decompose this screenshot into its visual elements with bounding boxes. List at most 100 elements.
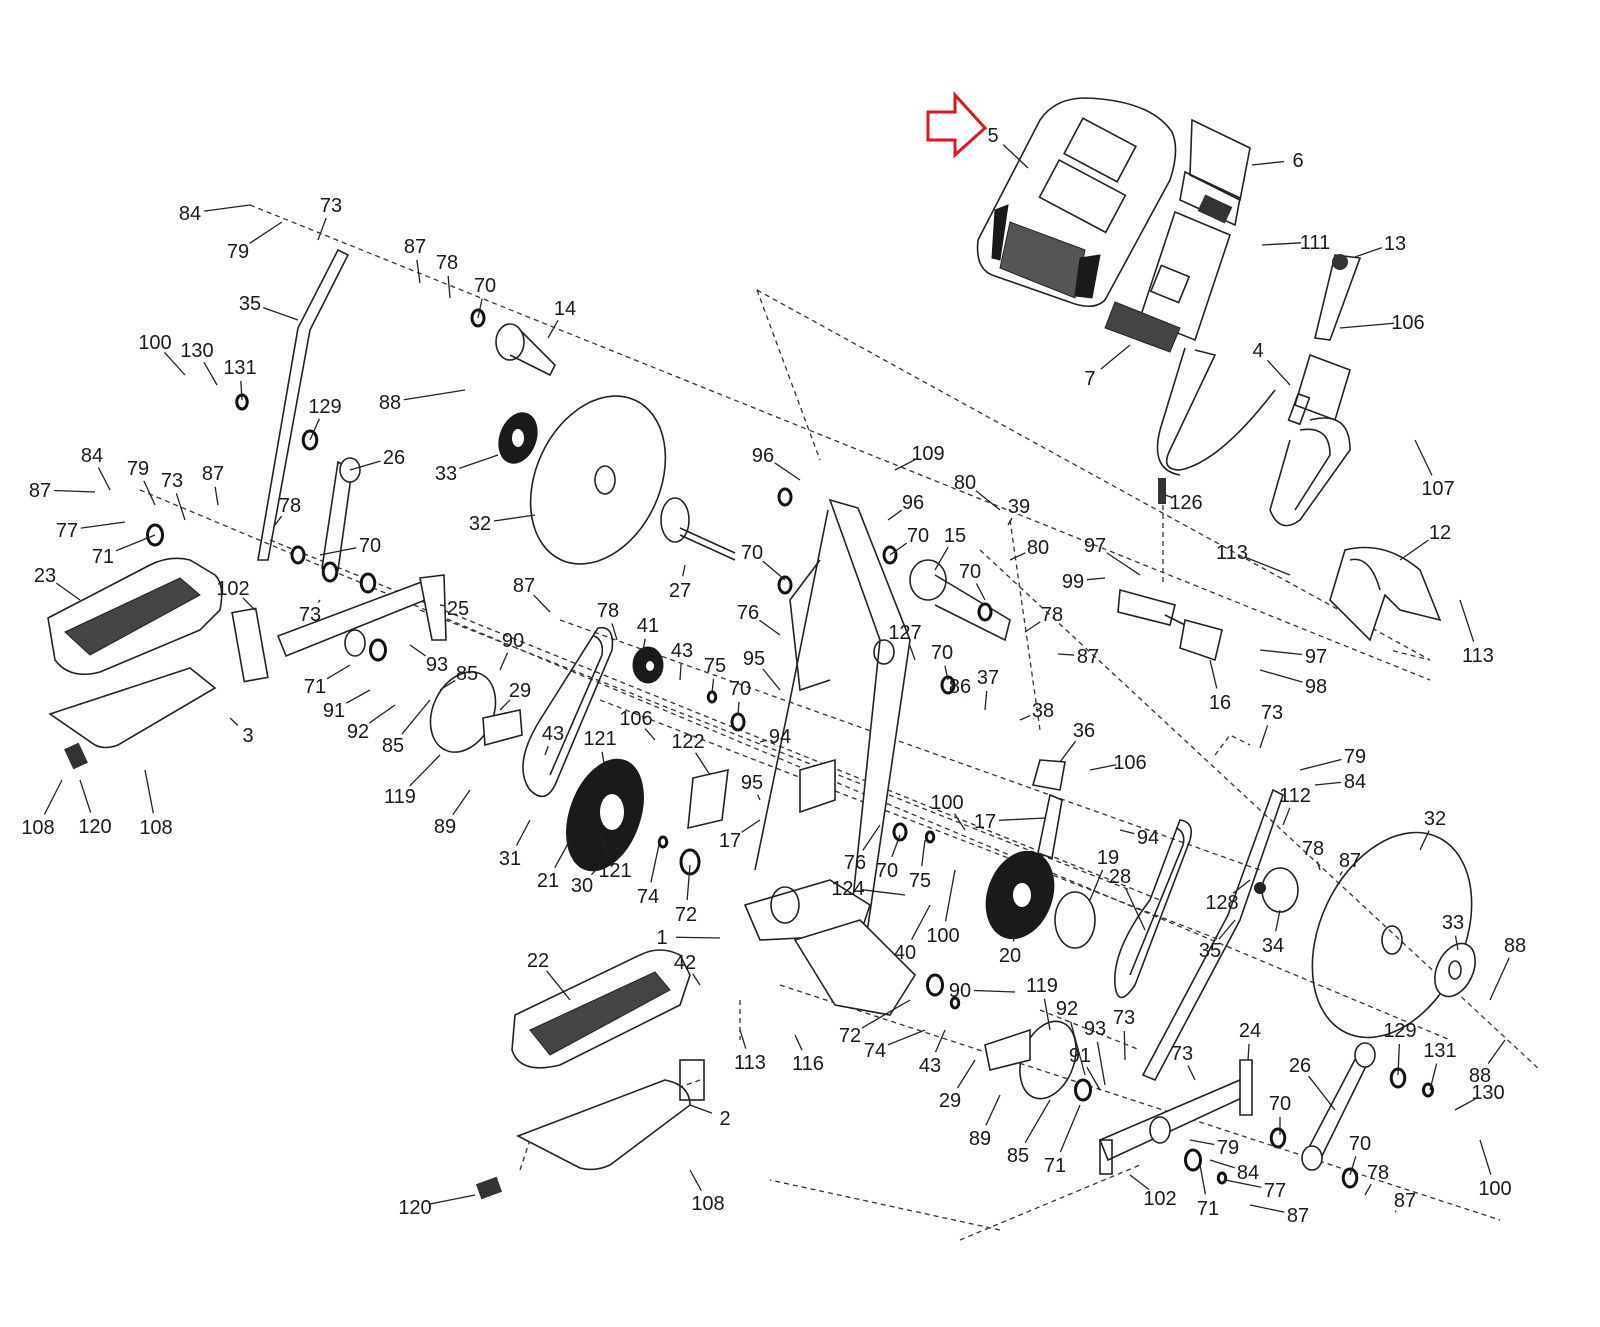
- spring-part-126: [1158, 478, 1166, 585]
- part-label-35: 35: [1199, 940, 1221, 962]
- leader-line: [888, 510, 902, 520]
- bearing-ring: [1343, 1169, 1357, 1187]
- part-label-78: 78: [1302, 838, 1324, 860]
- leader-line: [999, 818, 1045, 820]
- part-label-87: 87: [1394, 1190, 1416, 1212]
- leader-line: [494, 515, 535, 521]
- leader-line: [1340, 872, 1342, 875]
- part-label-17: 17: [719, 830, 741, 852]
- leader-line: [144, 481, 155, 505]
- leader-line: [1126, 889, 1145, 930]
- leader-line: [534, 595, 550, 612]
- part-label-70: 70: [474, 275, 496, 297]
- leader-line: [1365, 1184, 1371, 1195]
- leader-line: [976, 491, 1000, 510]
- part-label-107: 107: [1421, 478, 1454, 500]
- part-label-28: 28: [1109, 866, 1131, 888]
- part-label-20: 20: [999, 945, 1021, 967]
- bearing-ring: [292, 547, 304, 563]
- leader-line: [693, 974, 700, 985]
- leader-line: [204, 205, 250, 211]
- part-19: [1055, 892, 1095, 948]
- bearing-ring: [1218, 1173, 1226, 1183]
- leader-line: [1260, 725, 1268, 748]
- part-label-75: 75: [909, 870, 931, 892]
- part-label-25: 25: [447, 598, 469, 620]
- part-label-43: 43: [671, 640, 693, 662]
- part-label-100: 100: [930, 792, 963, 814]
- part-label-33: 33: [435, 463, 457, 485]
- leader-line: [204, 362, 217, 385]
- part-label-21: 21: [537, 870, 559, 892]
- disc-part-32-left: [505, 374, 692, 586]
- end-cap-part-120-left: [64, 743, 88, 770]
- part-label-14: 14: [554, 298, 576, 320]
- leader-line: [44, 780, 62, 815]
- part-label-73: 73: [299, 604, 321, 626]
- part-label-87: 87: [513, 575, 535, 597]
- part-label-15: 15: [944, 525, 966, 547]
- bearing-ring: [371, 640, 386, 660]
- leader-line: [215, 487, 218, 505]
- part-label-87: 87: [1339, 850, 1361, 872]
- part-label-106: 106: [619, 708, 652, 730]
- part-label-38: 38: [1032, 700, 1054, 722]
- leader-line: [1058, 654, 1074, 655]
- part-label-79: 79: [127, 458, 149, 480]
- part-label-120: 120: [398, 1197, 431, 1219]
- part-label-111: 111: [1300, 232, 1330, 254]
- part-label-72: 72: [675, 904, 697, 926]
- bearing-ring: [928, 975, 943, 995]
- leader-line: [1430, 1064, 1437, 1090]
- leader-line: [1276, 910, 1280, 931]
- part-label-34: 34: [1262, 935, 1284, 957]
- leader-line: [1250, 1205, 1284, 1212]
- pulley-part-41: [633, 647, 663, 683]
- part-label-89: 89: [969, 1128, 991, 1150]
- part-label-4: 4: [1252, 340, 1263, 362]
- leader-line: [1107, 553, 1140, 575]
- part-14: [496, 324, 555, 375]
- part-label-17: 17: [974, 811, 996, 833]
- part-label-85: 85: [456, 663, 478, 685]
- leader-line: [974, 991, 1015, 992]
- leader-line: [680, 664, 681, 680]
- bearing-ring: [361, 574, 375, 592]
- leader-line: [1490, 958, 1509, 1000]
- leader-line: [645, 729, 655, 740]
- leader-line: [1267, 360, 1290, 385]
- part-label-79: 79: [1344, 746, 1366, 768]
- part-label-87: 87: [404, 236, 426, 258]
- part-label-92: 92: [347, 721, 369, 743]
- part-label-106: 106: [1391, 312, 1424, 334]
- part-label-79: 79: [227, 241, 249, 263]
- part-label-27: 27: [669, 580, 691, 602]
- part-label-100: 100: [138, 332, 171, 354]
- part-label-37: 37: [977, 667, 999, 689]
- part-label-120: 120: [78, 816, 111, 838]
- part-label-31: 31: [499, 848, 521, 870]
- part-label-99: 99: [1062, 571, 1084, 593]
- leader-line: [318, 600, 320, 603]
- leader-line: [500, 653, 507, 670]
- leader-line: [145, 770, 153, 813]
- pulley-part-33-right: [1427, 937, 1483, 1003]
- part-label-94: 94: [1137, 827, 1159, 849]
- part-label-130: 130: [1471, 1082, 1504, 1104]
- part-label-22: 22: [527, 950, 549, 972]
- bearing-ring: [979, 604, 991, 620]
- part-label-71: 71: [1197, 1198, 1219, 1220]
- part-label-127: 127: [888, 622, 921, 644]
- leader-line: [1210, 660, 1217, 688]
- part-label-70: 70: [1269, 1093, 1291, 1115]
- leader-line: [910, 645, 915, 660]
- leader-line: [318, 218, 326, 240]
- footplate-part-2: [518, 1060, 704, 1169]
- leader-line: [1488, 1040, 1505, 1064]
- part-label-89: 89: [434, 816, 456, 838]
- part-label-77: 77: [56, 520, 78, 542]
- shroud-part-12: [1330, 548, 1440, 641]
- part-label-75: 75: [704, 655, 726, 677]
- leader-line: [327, 665, 350, 679]
